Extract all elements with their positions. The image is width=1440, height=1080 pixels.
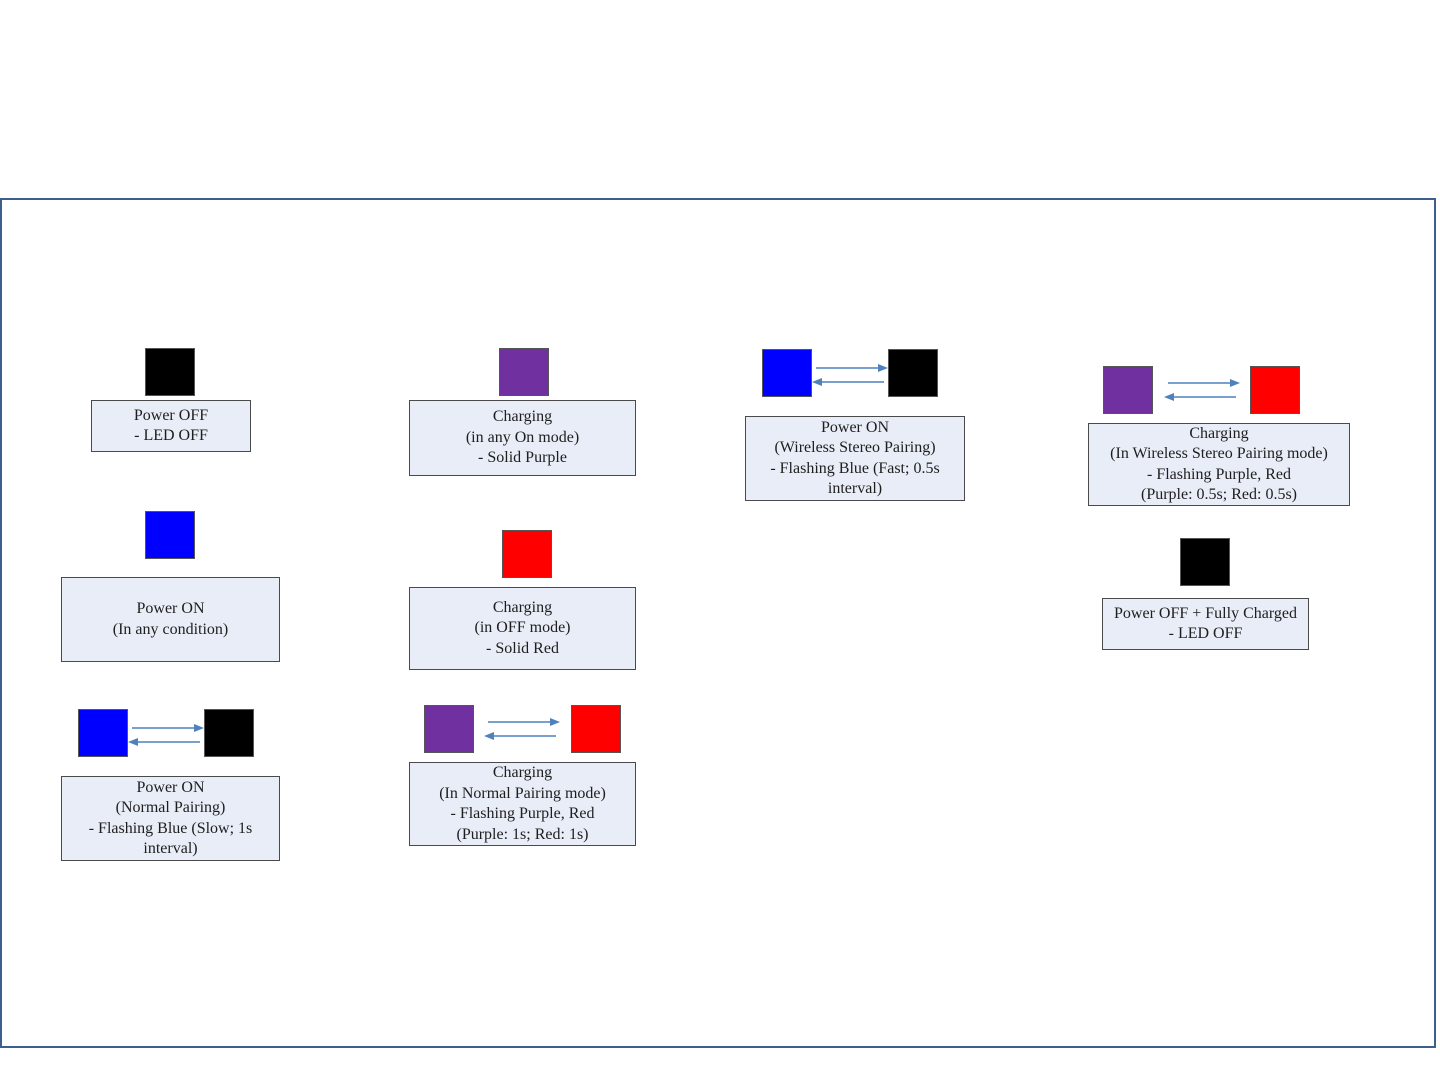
label-line: (in any On mode) <box>465 428 580 446</box>
label-line: - LED OFF <box>1168 625 1243 642</box>
state-label: Power OFF + Fully Charged - LED OFF <box>1102 598 1309 650</box>
led-square-red <box>571 705 621 753</box>
label-line: (In Wireless Stereo Pairing mode) <box>1110 445 1328 462</box>
label-line: Charging <box>492 408 553 426</box>
label-line: Charging <box>492 764 553 781</box>
led-square-black <box>888 349 938 397</box>
led-square-blue <box>78 709 128 757</box>
label-line: (In any condition) <box>112 620 229 638</box>
label-line: (Normal Pairing) <box>115 799 226 816</box>
label-line: (in OFF mode) <box>474 619 571 637</box>
state-label: Power OFF - LED OFF <box>91 400 251 452</box>
label-line: Power ON <box>136 778 205 796</box>
state-label: Power ON (Wireless Stereo Pairing) - Fla… <box>745 416 965 501</box>
state-label: Charging (In Wireless Stereo Pairing mod… <box>1088 423 1350 506</box>
toggle-arrows <box>812 364 888 386</box>
label-line: (Purple: 0.5s; Red: 0.5s) <box>1141 486 1297 503</box>
label-line: Power ON <box>821 418 889 436</box>
state-label: Charging (in any On mode) - Solid Purple <box>409 400 636 476</box>
toggle-arrows <box>1164 379 1240 401</box>
label-line: (Wireless Stereo Pairing) <box>774 439 936 456</box>
label-line: - LED OFF <box>134 427 208 444</box>
led-square-black <box>145 348 195 396</box>
label-line: Power ON <box>136 600 205 617</box>
label-line: interval) <box>143 840 198 857</box>
label-line: Power OFF + Fully Charged <box>1114 604 1297 622</box>
label-line: interval) <box>827 480 883 497</box>
state-label: Charging (in OFF mode) - Solid Red <box>409 587 636 670</box>
label-line: - Flashing Blue (Slow; 1s <box>88 819 253 837</box>
toggle-arrows <box>128 724 204 746</box>
state-label: Power ON (Normal Pairing) - Flashing Blu… <box>61 776 280 861</box>
led-square-red <box>1250 366 1300 414</box>
label-line: - Solid Red <box>486 639 559 657</box>
state-label: Charging (In Normal Pairing mode) - Flas… <box>409 762 636 846</box>
label-line: Charging <box>492 598 553 616</box>
led-square-red <box>502 530 552 578</box>
state-label: Power ON (In any condition) <box>61 577 280 662</box>
label-line: - Solid Purple <box>478 449 567 467</box>
label-line: Power OFF <box>133 406 209 424</box>
led-square-blue <box>762 349 812 397</box>
led-square-purple <box>424 705 474 753</box>
label-line: Charging <box>1189 424 1249 442</box>
label-line: - Flashing Blue (Fast; 0.5s <box>770 459 940 477</box>
label-line: - Flashing Purple, Red <box>1147 465 1291 483</box>
label-line: (In Normal Pairing mode) <box>439 784 606 802</box>
led-square-blue <box>145 511 195 559</box>
led-square-purple <box>499 348 549 396</box>
led-square-black <box>204 709 254 757</box>
led-square-purple <box>1103 366 1153 414</box>
led-square-black <box>1180 538 1230 586</box>
label-line: - Flashing Purple, Red <box>450 805 595 822</box>
label-line: (Purple: 1s; Red: 1s) <box>456 825 589 843</box>
toggle-arrows <box>484 718 560 740</box>
